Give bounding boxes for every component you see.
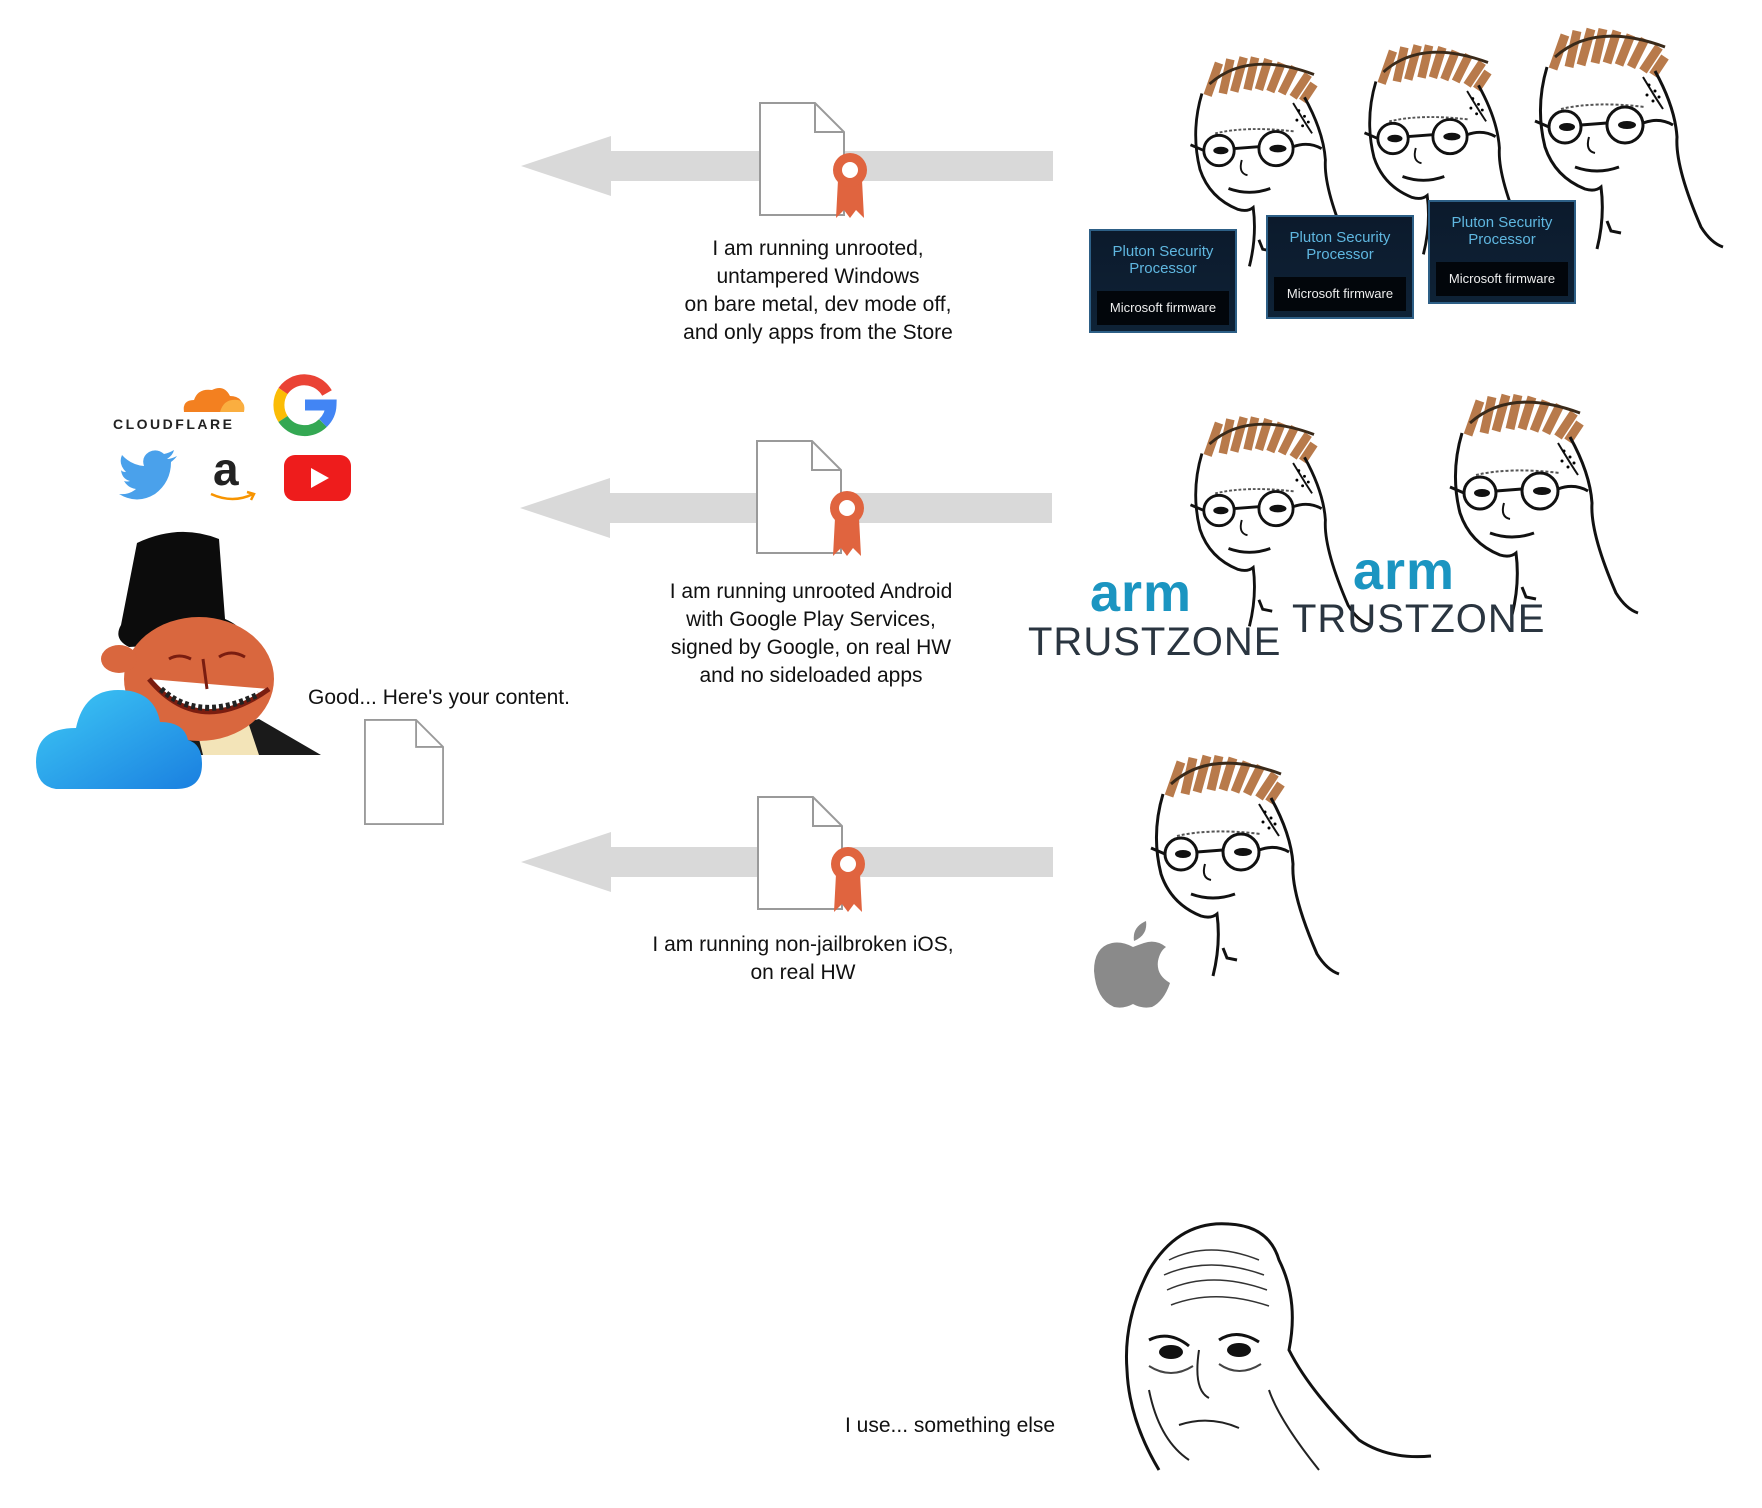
certificate-ribbon-icon	[827, 490, 867, 558]
caption-ios: I am running non-jailbroken iOS, on real…	[652, 933, 954, 984]
pluton-firmware-label: Microsoft firmware	[1274, 277, 1406, 311]
trustzone-label: TRUSTZONE	[1028, 620, 1282, 664]
content-document-icon	[364, 719, 444, 825]
wojak-face	[1440, 383, 1640, 623]
pluton-security-processor-badge: Pluton Security Processor Microsoft firm…	[1428, 200, 1576, 304]
google-logo	[273, 374, 337, 437]
pluton-title: Pluton Security Processor	[1112, 243, 1214, 277]
pluton-title: Pluton Security Processor	[1451, 214, 1553, 248]
apple-logo	[1094, 921, 1170, 1008]
arm-logo: arm	[1090, 563, 1193, 623]
caption-something-else: I use... something else	[845, 1414, 1056, 1437]
amazon-smile-icon	[210, 490, 256, 501]
youtube-logo	[284, 455, 351, 501]
cloudflare-logo: CLOUDFLARE	[113, 416, 235, 432]
trustzone-label: TRUSTZONE	[1292, 597, 1546, 641]
amazon-logo: a	[213, 443, 239, 495]
pluton-security-processor-badge: Pluton Security Processor Microsoft firm…	[1089, 229, 1237, 333]
certificate-ribbon-icon	[830, 152, 870, 220]
monopoly-man-troll-face	[101, 531, 321, 755]
cloudflare-cloud-icon	[183, 388, 245, 412]
caption-android: I am running unrooted Android with Googl…	[669, 580, 953, 687]
pluton-firmware-label: Microsoft firmware	[1097, 291, 1229, 325]
certificate-ribbon-icon	[828, 846, 868, 914]
pluton-firmware-label: Microsoft firmware	[1436, 262, 1568, 296]
twitter-logo	[119, 450, 177, 500]
caption-windows: I am running unrooted, untampered Window…	[683, 237, 953, 344]
arm-logo: arm	[1353, 541, 1456, 601]
server-reply-text: Good... Here's your content.	[308, 686, 570, 709]
pluton-title: Pluton Security Processor	[1289, 229, 1391, 263]
pluton-security-processor-badge: Pluton Security Processor Microsoft firm…	[1266, 215, 1414, 319]
tired-wojak-face	[1125, 1222, 1432, 1471]
icloud-logo	[36, 690, 202, 789]
